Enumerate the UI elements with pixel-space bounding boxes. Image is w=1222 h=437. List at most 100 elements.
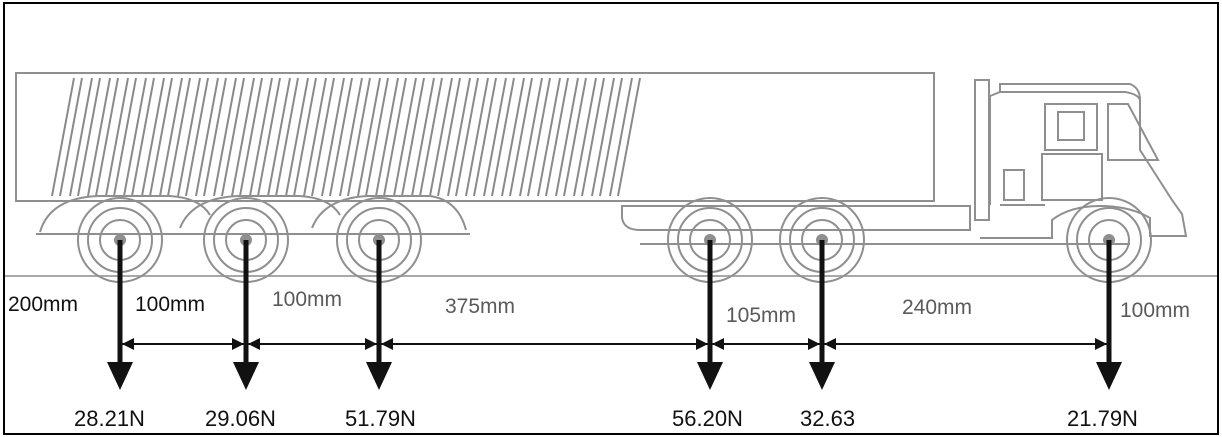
fender-rear	[311, 195, 467, 231]
trailer-stripe	[357, 77, 381, 197]
trailer-stripe	[275, 77, 299, 197]
dim-label-5: 105mm	[726, 304, 796, 327]
load-arrow	[366, 240, 392, 390]
trailer-stripe	[311, 77, 335, 197]
trailer-stripe	[465, 77, 489, 197]
load-arrow-head	[1096, 362, 1122, 390]
trailer-stripe	[213, 77, 237, 197]
trailer-stripe	[87, 77, 111, 197]
trailer-stripe	[105, 77, 129, 197]
trailer-stripe	[537, 77, 561, 197]
trailer-stripe	[77, 77, 101, 197]
diagram-frame	[3, 2, 1219, 435]
trailer-stripe	[455, 77, 479, 197]
flatbed	[621, 205, 971, 231]
dimension-line	[120, 338, 1109, 350]
load-arrow	[233, 240, 259, 390]
cab-outline	[980, 91, 1188, 239]
trailer-stripe	[501, 77, 525, 197]
trailer-stripe	[429, 77, 453, 197]
trailer-stripe	[563, 77, 587, 197]
fuel-tank	[1003, 169, 1025, 201]
trailer-stripe	[141, 77, 165, 197]
load-arrow-head	[366, 362, 392, 390]
trailer-stripe	[149, 77, 173, 197]
trailer-stripe	[221, 77, 245, 197]
dimension-arrowhead	[696, 338, 708, 350]
trailer-stripe	[239, 77, 263, 197]
load-arrow	[697, 240, 723, 390]
dim-label-2: 100mm	[135, 293, 205, 316]
trailer-stripe	[383, 77, 407, 197]
load-arrow-head	[809, 362, 835, 390]
trailer-stripe	[123, 77, 147, 197]
trailer-stripe	[555, 77, 579, 197]
trailer-stripe	[177, 77, 201, 197]
exhaust-stack	[974, 79, 990, 221]
trailer-stripe	[527, 77, 551, 197]
cab-roof	[999, 83, 1141, 101]
dimension-arrowhead	[232, 338, 244, 350]
trailer-stripe	[69, 77, 93, 197]
trailer-stripe	[293, 77, 317, 197]
load-arrow-head	[233, 362, 259, 390]
trailer-stripe	[401, 77, 425, 197]
trailer-stripe	[599, 77, 623, 197]
trailer-stripe	[573, 77, 597, 197]
trailer-stripe	[365, 77, 389, 197]
trailer-stripe	[483, 77, 507, 197]
load-arrow-head	[107, 362, 133, 390]
trailer-stripe	[203, 77, 227, 197]
trailer-stripe	[249, 77, 273, 197]
dimension-arrowhead	[122, 338, 134, 350]
dimension-arrowhead	[808, 338, 820, 350]
load-arrow	[809, 240, 835, 390]
load-arrow	[1096, 240, 1122, 390]
trailer-stripe	[581, 77, 605, 197]
trailer-stripe	[321, 77, 345, 197]
load-label-2: 29.06N	[205, 406, 276, 431]
trailer-stripe	[545, 77, 569, 197]
trailer-stripe	[159, 77, 183, 197]
trailer-stripe	[339, 77, 363, 197]
trailer-stripe	[393, 77, 417, 197]
truck-cab	[974, 79, 1188, 239]
trailer-stripe	[473, 77, 497, 197]
trailer-stripe	[285, 77, 309, 197]
dimension-arrowhead	[248, 338, 260, 350]
trailer-stripe	[303, 77, 327, 197]
load-arrow	[107, 240, 133, 390]
trailer-stripe	[257, 77, 281, 197]
windshield	[1107, 103, 1160, 161]
dimension-arrowhead	[381, 338, 393, 350]
dim-label-4: 375mm	[445, 295, 515, 318]
load-labels: 28.21N 29.06N 51.79N 56.20N 32.63 21.79N	[74, 406, 1138, 431]
trailer-stripe	[519, 77, 543, 197]
truck-chassis	[621, 205, 1130, 245]
trailer-stripe	[113, 77, 137, 197]
trailer-stripe	[231, 77, 255, 197]
trailer-stripe	[509, 77, 533, 197]
trailer-stripe	[447, 77, 471, 197]
trailer-stripe	[167, 77, 191, 197]
cab-door-panel	[1041, 153, 1103, 201]
dimension-labels: 200mm 100mm 100mm 375mm 105mm 240mm 100m…	[8, 288, 1190, 327]
load-label-1: 28.21N	[74, 406, 145, 431]
dim-label-6: 240mm	[902, 296, 972, 319]
trailer-stripe	[617, 77, 641, 197]
cab-window-inner	[1057, 111, 1085, 141]
trailer-stripe	[131, 77, 155, 197]
load-arrows	[107, 240, 1122, 390]
trailer-stripe	[185, 77, 209, 197]
trailer-stripe	[267, 77, 291, 197]
trailer-stripe	[347, 77, 371, 197]
trailer-stripe	[437, 77, 461, 197]
trailer-stripe	[95, 77, 119, 197]
trailer-stripe	[491, 77, 515, 197]
load-label-6: 21.79N	[1067, 406, 1138, 431]
cab-window-outer	[1044, 103, 1098, 151]
load-label-3: 51.79N	[345, 406, 416, 431]
trailer-stripe	[51, 77, 75, 197]
dim-label-7: 100mm	[1120, 299, 1190, 322]
